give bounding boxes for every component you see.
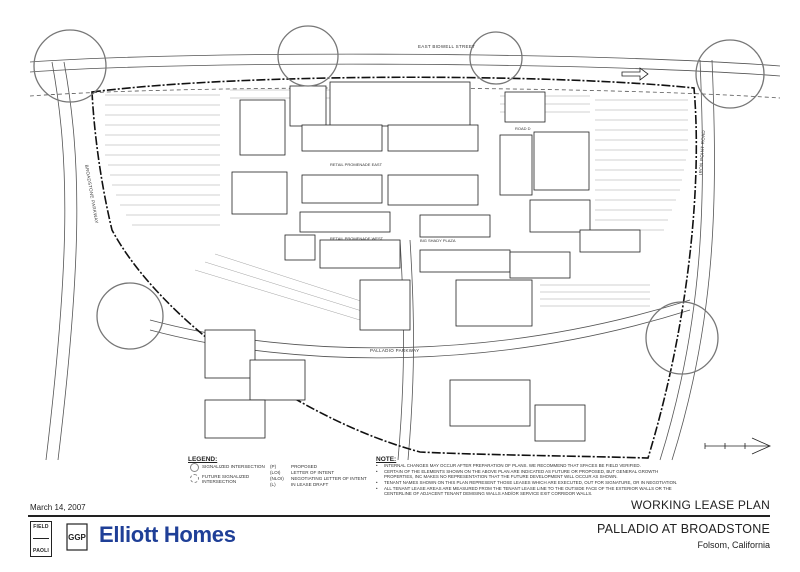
plan-title: WORKING LEASE PLAN	[631, 498, 770, 512]
legend-meaning: IN LEASE DRAFT	[291, 482, 329, 487]
buildings	[204, 81, 641, 442]
street-label-south: PALLADIO PARKWAY	[370, 348, 419, 353]
signalized-intersection-swatch-icon	[190, 463, 199, 472]
legend-code: (LOI)	[270, 470, 281, 475]
note-item: INTERNAL CHANGES MAY OCCUR AFTER PREPARA…	[376, 463, 684, 468]
plan-date: March 14, 2007	[30, 503, 86, 512]
note-item: ALL TENANT LEASE AREAS ARE MEASURED FROM…	[376, 486, 684, 496]
street-label-road-d: ROAD D	[515, 126, 531, 131]
north-arrow	[621, 67, 649, 81]
street-label-north: EAST BIDWELL STREET	[418, 44, 475, 49]
street-label-plaza: BIG SHADY PLAZA	[420, 238, 456, 243]
notes-title: NOTE:	[376, 456, 397, 463]
street-label-east: IRON POINT ROAD	[698, 129, 706, 175]
legend-meaning: LETTER OF INTENT	[291, 470, 335, 475]
legend-title: LEGEND:	[188, 456, 218, 463]
note-item: TENANT NAMES SHOWN ON THIS PLAN REPRESEN…	[376, 480, 684, 485]
street-label-west: BROADSTONE PARKWAY	[84, 164, 99, 224]
svg-text:GGP: GGP	[68, 533, 86, 542]
legend-meaning: PROPOSED	[291, 464, 318, 469]
scale-bar	[704, 437, 771, 455]
street-label-promenade-east: RETAIL PROMENADE EAST	[330, 162, 383, 167]
elliott-homes-logo: Elliott Homes	[99, 522, 236, 547]
site-boundary	[91, 76, 698, 459]
legend-code: (L)	[270, 482, 276, 487]
future-intersection-swatch-icon	[190, 474, 199, 483]
legend-item-future: FUTURE SIGNALIZED INTERSECTION	[202, 474, 250, 484]
project-location: Folsom, California	[697, 540, 770, 550]
project-name: PALLADIO AT BROADSTONE	[597, 522, 770, 536]
signalized-intersections	[33, 25, 765, 375]
divider	[28, 515, 770, 517]
ggp-logo: GGP	[66, 523, 88, 551]
legend-meaning: NEGOTIATING LETTER OF INTENT	[291, 476, 367, 481]
street-label-promenade-west: RETAIL PROMENADE WEST	[330, 236, 384, 241]
field-paoli-logo: FIELD PAOLI	[30, 521, 52, 557]
legend-code: (P)	[270, 464, 277, 469]
parking-areas	[105, 89, 688, 321]
legend-code: (NLOI)	[270, 476, 284, 481]
legend-item-signalized: SIGNALIZED INTERSECTION	[202, 464, 265, 469]
note-item: CERTAIN OF THE ELEMENTS SHOWN ON THE ABO…	[376, 469, 684, 479]
